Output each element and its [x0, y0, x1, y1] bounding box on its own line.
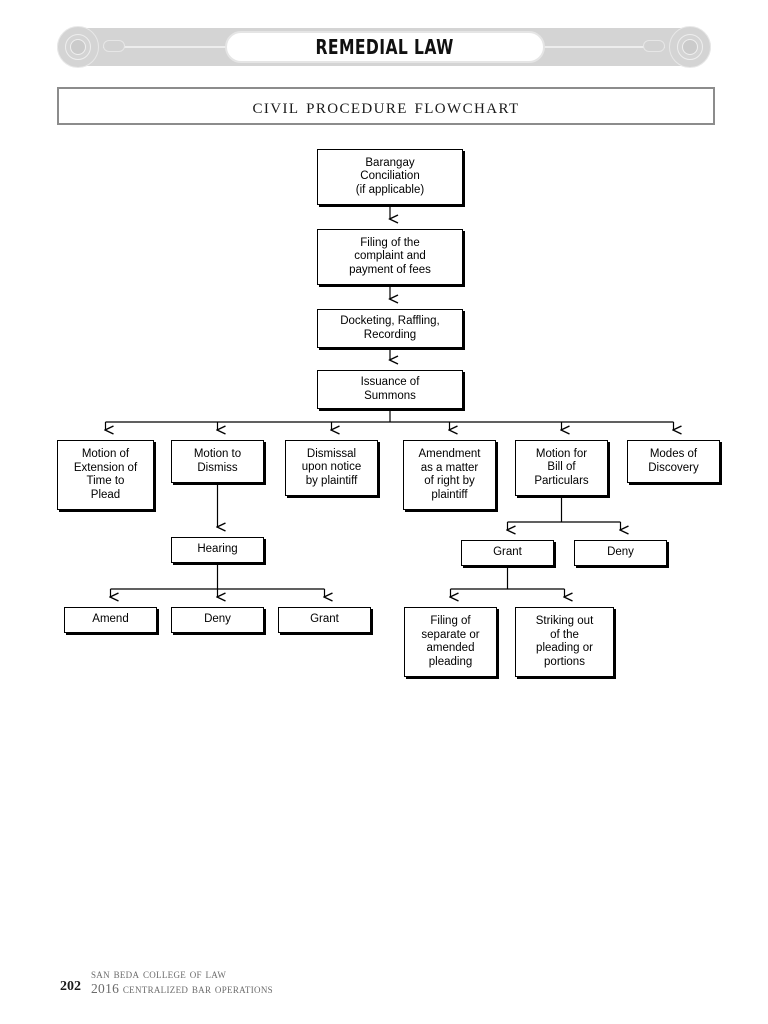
- guilloche-medallion-left-icon: [57, 26, 99, 68]
- flowchart-node-label: Modes of Discovery: [648, 448, 699, 474]
- guilloche-medallion-right-icon: [669, 26, 711, 68]
- page-title-box: Civil Procedure Flowchart: [57, 87, 715, 125]
- flowchart-node-striking: Striking out of the pleading or portions: [515, 607, 614, 677]
- flowchart-node-grant2: Grant: [278, 607, 371, 633]
- flowchart-node-barangay: Barangay Conciliation (if applicable): [317, 149, 463, 205]
- flowchart-node-label: Deny: [204, 613, 231, 626]
- banner-rod-left: [103, 46, 268, 48]
- flowchart-node-summons: Issuance of Summons: [317, 370, 463, 409]
- flowchart-node-label: Motion for Bill of Particulars: [534, 447, 589, 487]
- flowchart-node-label: Grant: [310, 613, 339, 626]
- flowchart-node-motdismiss: Motion to Dismiss: [171, 440, 264, 483]
- page-number: 202: [60, 979, 81, 994]
- flowchart-node-hearing: Hearing: [171, 537, 264, 563]
- flowchart-node-label: Deny: [607, 546, 634, 559]
- flowchart-node-label: Motion to Dismiss: [193, 448, 242, 474]
- banner-knob-left-icon: [103, 40, 125, 52]
- flowchart-node-label: Docketing, Raffling, Recording: [340, 315, 440, 341]
- flowchart-node-billpart: Motion for Bill of Particulars: [515, 440, 608, 496]
- flowchart-node-grant1: Grant: [461, 540, 554, 566]
- flowchart-node-label: Dismissal upon notice by plaintiff: [301, 447, 362, 487]
- flowchart-node-label: Filing of the complaint and payment of f…: [349, 236, 431, 276]
- flowchart-node-label: Filing of separate or amended pleading: [421, 615, 480, 668]
- flowchart-node-deny1: Deny: [574, 540, 667, 566]
- footer-line-1: San Beda College of Law: [91, 966, 227, 981]
- banner-rod-right: [500, 46, 665, 48]
- flowchart-node-amend: Amend: [64, 607, 157, 633]
- flowchart-node-label: Amend: [92, 613, 129, 626]
- banner-title: REMEDIAL LAW: [315, 35, 455, 59]
- flowchart-node-label: Grant: [493, 546, 522, 559]
- flowchart-node-dismissal: Dismissal upon notice by plaintiff: [285, 440, 378, 496]
- flowchart-node-label: Motion of Extension of Time to Plead: [73, 448, 138, 501]
- flowchart-node-filing: Filing of the complaint and payment of f…: [317, 229, 463, 285]
- banner-knob-right-icon: [643, 40, 665, 52]
- page-title: Civil Procedure Flowchart: [252, 93, 520, 118]
- banner-title-pill: REMEDIAL LAW: [225, 31, 545, 63]
- page-footer: 202 San Beda College of Law 2016 Central…: [60, 966, 480, 996]
- header-banner: REMEDIAL LAW: [57, 26, 711, 68]
- flowchart-node-label: Striking out of the pleading or portions: [535, 615, 594, 668]
- flowchart-node-label: Hearing: [197, 543, 238, 556]
- flowchart-node-label: Barangay Conciliation (if applicable): [355, 156, 425, 196]
- flowchart-node-amendment: Amendment as a matter of right by plaint…: [403, 440, 496, 510]
- flowchart-node-label: Amendment as a matter of right by plaint…: [418, 448, 481, 501]
- flowchart-node-label: Issuance of Summons: [360, 376, 420, 402]
- flowchart-node-discovery: Modes of Discovery: [627, 440, 720, 483]
- flowchart-node-deny2: Deny: [171, 607, 264, 633]
- footer-line-2: 2016 Centralized Bar Operations: [91, 981, 273, 996]
- flowchart-node-docketing: Docketing, Raffling, Recording: [317, 309, 463, 348]
- flowchart-node-filingsep: Filing of separate or amended pleading: [404, 607, 497, 677]
- footer-text: San Beda College of Law 2016 Centralized…: [91, 966, 273, 996]
- flowchart-node-extension: Motion of Extension of Time to Plead: [57, 440, 154, 510]
